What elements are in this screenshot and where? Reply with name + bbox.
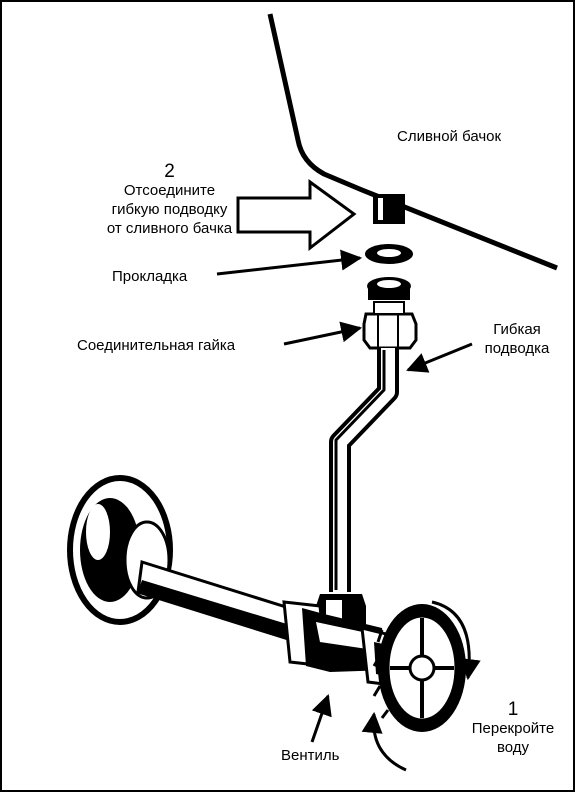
horizontal-pipe <box>136 560 304 644</box>
flex-line-line-2: подводка <box>484 340 550 357</box>
step1-line-1: Перекройте <box>471 720 555 737</box>
wall-flange <box>67 475 173 625</box>
gasket <box>365 244 413 264</box>
label-coupling-nut: Соединительная гайка <box>77 337 236 354</box>
coupling-nut <box>362 301 418 350</box>
arrow-right-icon <box>236 179 357 252</box>
leader-arrows <box>216 249 473 743</box>
step2-label: 2 Отсоедините гибкую подводку от сливног… <box>102 162 237 238</box>
step1-number: 1 <box>507 699 519 720</box>
toilet-tank <box>267 13 558 271</box>
step1-line-2: воду <box>496 739 530 756</box>
step2-line-2: гибкую подводку <box>111 201 228 218</box>
flex-line-top-fitting <box>367 277 411 300</box>
valve-handle <box>372 604 466 732</box>
step2-number: 2 <box>164 161 175 182</box>
step1-label: 1 Перекройте воду <box>460 700 566 757</box>
flexible-supply-line <box>329 348 399 592</box>
rotation-arrow-icon <box>361 600 481 772</box>
label-tank: Сливной бачок <box>397 128 502 145</box>
step2-line-1: Отсоедините <box>123 182 216 199</box>
label-gasket: Прокладка <box>112 268 188 285</box>
flex-line-line-1: Гибкая <box>493 321 541 338</box>
step2-line-3: от сливного бачка <box>106 220 233 237</box>
label-valve: Вентиль <box>281 747 340 764</box>
label-flex-line: Гибкая подводка <box>474 320 560 358</box>
